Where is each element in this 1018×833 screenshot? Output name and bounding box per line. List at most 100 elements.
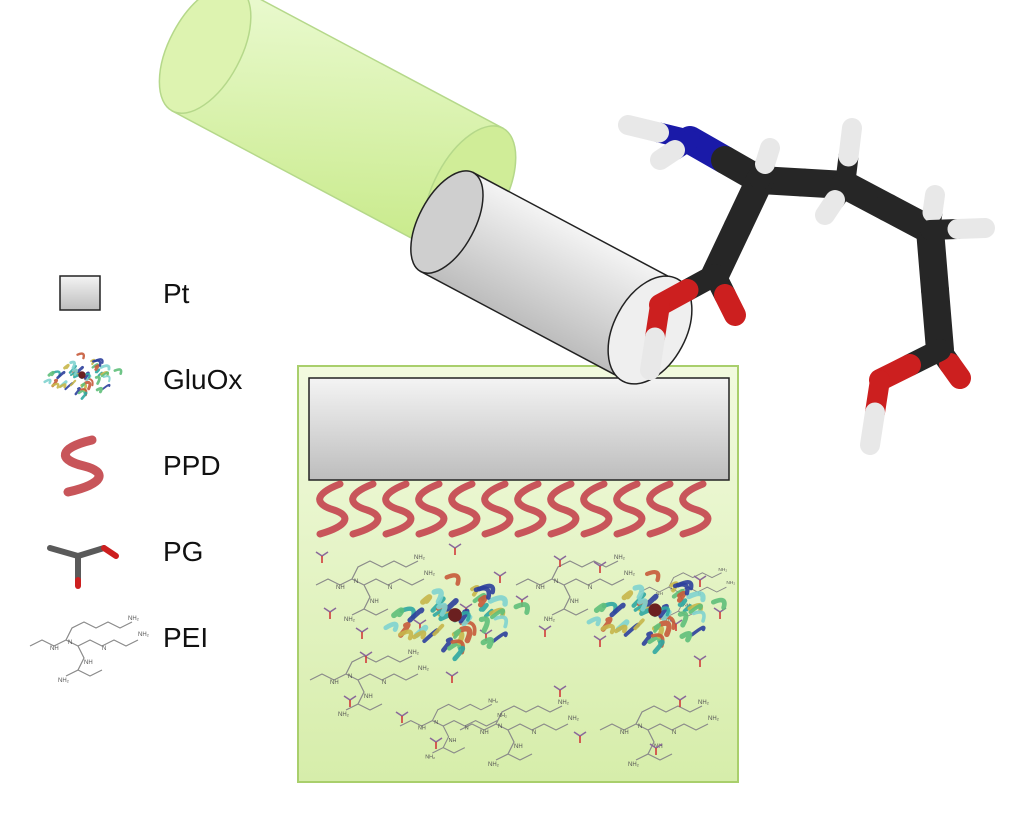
pei-group-label: NH₂ xyxy=(558,700,570,706)
pei-group-label: NH₂ xyxy=(624,571,636,577)
pg-molecule xyxy=(445,671,459,683)
pg-molecule xyxy=(343,695,357,707)
molecule-bond xyxy=(815,190,845,225)
pei-group-label: N xyxy=(102,646,106,652)
pei-group-label: N xyxy=(532,730,536,736)
molecule-bond xyxy=(755,138,780,174)
legend-pg-label: PG xyxy=(163,536,203,567)
pg-molecule xyxy=(493,571,507,583)
ppd-chain xyxy=(646,480,679,538)
molecule-bond xyxy=(714,284,746,326)
pei-group-label: NH xyxy=(84,660,93,666)
molecule-bond xyxy=(650,140,685,170)
ppd-chain xyxy=(415,480,448,538)
pei-group-label: NH₂ xyxy=(58,678,70,684)
pei-group-label: NH₂ xyxy=(614,555,626,561)
pei-group-label: NH₂ xyxy=(344,617,356,623)
pei-group-label: NH₂ xyxy=(424,571,436,577)
pei-group-label: NH xyxy=(418,726,426,732)
molecule-bond xyxy=(640,327,665,380)
gluox-enzyme xyxy=(586,569,727,655)
gluox-enzymes xyxy=(383,569,727,662)
pei-group-label: NH₂ xyxy=(138,632,150,638)
pei-group-label: NH₂ xyxy=(698,700,710,706)
pg-molecule xyxy=(553,685,567,697)
molecule-bond xyxy=(947,218,995,239)
pei-group-label: N xyxy=(465,726,469,732)
pei-group-label: NH₂ xyxy=(726,580,735,586)
electrode xyxy=(158,0,693,385)
pei-group-label: N xyxy=(354,579,358,585)
pg-molecule xyxy=(593,561,607,573)
pei-group-label: N xyxy=(554,579,558,585)
pg-molecule xyxy=(359,651,373,663)
pei-group-label: NH₂ xyxy=(414,555,426,561)
pg-molecule xyxy=(323,607,337,619)
platinum-plate xyxy=(308,377,730,481)
pg-molecule xyxy=(355,627,369,639)
pei-group-label: NH₂ xyxy=(418,666,430,672)
glutamate-molecule xyxy=(618,115,995,455)
pei-group-label: NH₂ xyxy=(718,567,727,573)
pei-group-label: NH xyxy=(370,599,379,605)
pei-group-label: NH₂ xyxy=(568,716,580,722)
legend-pei-label: PEI xyxy=(163,622,208,653)
legend-item-pt: Pt xyxy=(59,275,190,311)
pg-molecule xyxy=(315,551,329,563)
pg-molecule xyxy=(649,743,663,755)
legend-ppd-label: PPD xyxy=(163,450,221,481)
pei-group-label: NH xyxy=(620,730,629,736)
pg-molecule xyxy=(593,635,607,647)
pg-molecule xyxy=(673,695,687,707)
legend-pg-icon xyxy=(47,545,119,589)
pei-group-label: NH₂ xyxy=(497,713,507,719)
pei-group-label: NH₂ xyxy=(488,762,500,768)
platinum-wire xyxy=(410,170,693,385)
ppd-chain xyxy=(580,480,613,538)
molecule-bond xyxy=(860,402,885,455)
pei-group-label: NH xyxy=(514,744,523,750)
ppd-chain xyxy=(448,480,481,538)
pei-group-label: NH xyxy=(336,585,345,591)
ppd-chain xyxy=(547,480,580,538)
ppd-chain xyxy=(679,480,712,538)
pei-group-label: N xyxy=(382,680,386,686)
molecule-bond xyxy=(618,115,669,143)
pei-group-label: N xyxy=(672,730,676,736)
pei-group-label: NH xyxy=(449,738,457,744)
pei-group-label: N xyxy=(434,720,438,726)
pei-group-label: N xyxy=(638,724,642,730)
legend-pt-swatch xyxy=(59,275,101,311)
ppd-chain xyxy=(613,480,646,538)
pei-group-label: NH xyxy=(683,602,690,608)
pei-group-label: NH₂ xyxy=(338,712,350,718)
ppd-chain xyxy=(316,480,349,538)
pei-group-label: N xyxy=(498,724,502,730)
pei-group-label: NH xyxy=(536,585,545,591)
ppd-chain xyxy=(382,480,415,538)
ppd-chain xyxy=(514,480,547,538)
legend-gluox-icon xyxy=(43,352,123,400)
pei-group-label: NH₂ xyxy=(408,650,420,656)
molecule-bond xyxy=(939,353,971,389)
pei-group-label: N xyxy=(388,585,392,591)
pei-group-label: N xyxy=(68,640,72,646)
pei-group-label: NH xyxy=(50,646,59,652)
legend-pt-label: Pt xyxy=(163,278,190,309)
pg-molecule xyxy=(448,543,462,555)
pei-group-label: NH xyxy=(480,730,489,736)
legend-item-ppd: PPD xyxy=(60,435,221,497)
pei-group-label: N xyxy=(588,585,592,591)
pei-molecule: NH₂ N NH NH₂ NH₂ NH N xyxy=(459,700,580,768)
pei-group-label: NH₂ xyxy=(662,617,671,623)
pg-molecule xyxy=(573,731,587,743)
legend-item-gluox: GluOx xyxy=(43,352,242,400)
pg-molecule xyxy=(693,575,707,587)
